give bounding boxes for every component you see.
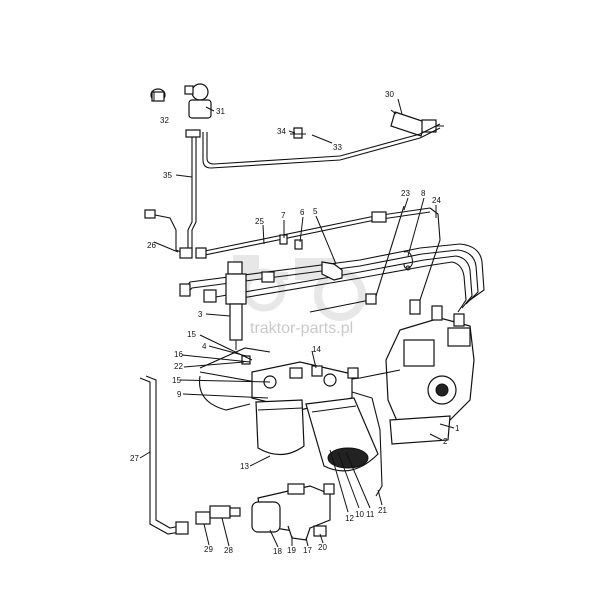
callout-22: 22 bbox=[174, 362, 183, 371]
callout-10: 10 bbox=[355, 510, 364, 519]
banjo-fitting-31 bbox=[184, 83, 212, 119]
callout-26: 26 bbox=[147, 241, 156, 250]
callout-11: 11 bbox=[366, 510, 375, 519]
callout-4: 4 bbox=[202, 342, 207, 351]
callout-7: 7 bbox=[281, 211, 286, 220]
watermark-logo bbox=[228, 255, 366, 321]
injection-pump-assembly bbox=[385, 299, 475, 445]
callout-29: 29 bbox=[204, 545, 213, 554]
clamp-6 bbox=[294, 239, 303, 250]
callout-17: 17 bbox=[303, 546, 312, 555]
callout-16: 16 bbox=[174, 350, 183, 359]
pipe-25-fitting bbox=[195, 247, 207, 259]
watermark-text: traktor-parts.pl bbox=[250, 320, 353, 337]
pipe-26-union bbox=[179, 247, 193, 259]
callout-23: 23 bbox=[401, 189, 410, 198]
callout-15-lower: 15 bbox=[172, 376, 181, 385]
callout-28: 28 bbox=[224, 546, 233, 555]
pipe-27-outer bbox=[139, 377, 181, 535]
injector-3 bbox=[225, 261, 247, 350]
callout-25: 25 bbox=[255, 217, 264, 226]
filter-bowl-13 bbox=[255, 399, 305, 456]
callout-35: 35 bbox=[163, 171, 172, 180]
injector-pipe-nut-2 bbox=[203, 289, 217, 303]
nut-5 bbox=[321, 261, 343, 281]
callout-14: 14 bbox=[312, 345, 321, 354]
pipe-35 bbox=[187, 135, 193, 252]
callout-18: 18 bbox=[273, 547, 282, 556]
feed-pipe-16 bbox=[199, 347, 271, 369]
injector-pipe-nut-3 bbox=[261, 271, 275, 283]
clip-34 bbox=[290, 127, 306, 139]
pipe-35-outer bbox=[191, 135, 197, 252]
callout-33: 33 bbox=[333, 143, 342, 152]
pipe-27-nut bbox=[175, 521, 189, 535]
pipe-23-fitting bbox=[365, 293, 377, 305]
callout-13: 13 bbox=[240, 462, 249, 471]
pipe-26 bbox=[149, 213, 187, 255]
callout-1: 1 bbox=[455, 424, 460, 433]
callout-24: 24 bbox=[432, 196, 441, 205]
callout-20: 20 bbox=[318, 543, 327, 552]
callout-12: 12 bbox=[345, 514, 354, 523]
filter-bowl-12 bbox=[305, 397, 379, 472]
return-pipe-loop bbox=[198, 375, 251, 411]
sensor-30 bbox=[390, 109, 444, 137]
callout-5: 5 bbox=[313, 207, 318, 216]
injector-pipes-24 bbox=[185, 207, 485, 313]
callout-6: 6 bbox=[300, 208, 305, 217]
callout-9: 9 bbox=[177, 390, 182, 399]
injector-pipe-nut-1 bbox=[179, 283, 191, 297]
callout-34: 34 bbox=[277, 127, 286, 136]
callout-8: 8 bbox=[421, 189, 426, 198]
pipe-33-outer bbox=[206, 123, 441, 165]
callout-21: 21 bbox=[378, 506, 387, 515]
callout-2: 2 bbox=[443, 437, 448, 446]
banjo-14 bbox=[311, 365, 323, 377]
callout-labels: 32 31 30 34 33 35 26 25 7 6 5 23 8 24 3 … bbox=[130, 90, 460, 556]
callout-30: 30 bbox=[385, 90, 394, 99]
union-25 bbox=[371, 211, 387, 223]
callout-32: 32 bbox=[160, 116, 169, 125]
bolt-9b bbox=[347, 367, 359, 379]
pipe-26-fitting bbox=[144, 209, 156, 219]
fitting-28 bbox=[195, 505, 241, 525]
callout-19: 19 bbox=[287, 546, 296, 555]
callout-15-upper: 15 bbox=[187, 330, 196, 339]
callout-31: 31 bbox=[216, 107, 225, 116]
pipe-27 bbox=[145, 375, 181, 529]
nut-32 bbox=[150, 88, 166, 102]
callout-3: 3 bbox=[198, 310, 203, 319]
pipe-21 bbox=[351, 391, 383, 497]
pipe-35-fitting bbox=[185, 129, 201, 138]
pipe-33 bbox=[202, 127, 441, 169]
leader-lines bbox=[139, 98, 455, 548]
callout-27: 27 bbox=[130, 454, 139, 463]
lift-pump bbox=[251, 483, 335, 541]
